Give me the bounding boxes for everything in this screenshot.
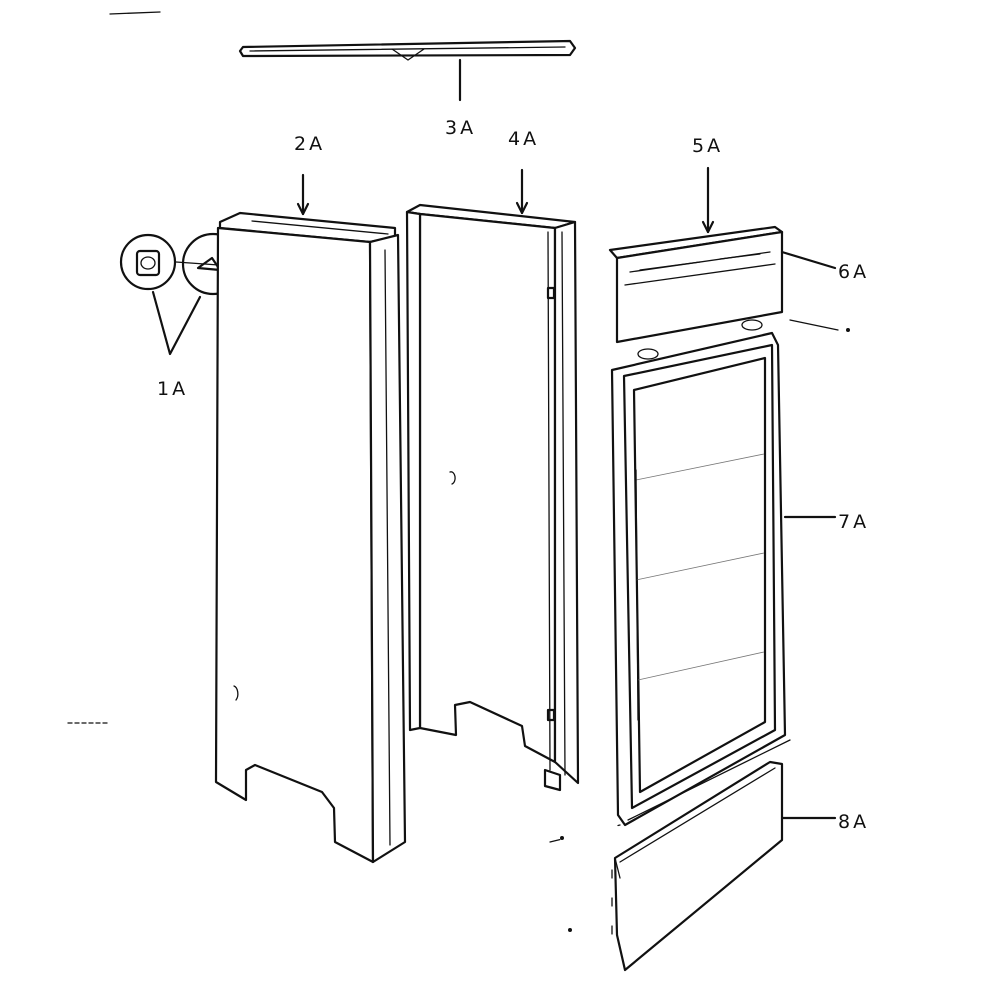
part-4a-back-panel bbox=[405, 203, 580, 792]
label-4a: 4A bbox=[508, 128, 539, 150]
part-8a-kick-plate bbox=[613, 760, 784, 972]
label-5a: 5A bbox=[692, 135, 723, 157]
part-7a-main-door bbox=[610, 331, 791, 827]
label-1a: 1A bbox=[157, 378, 188, 400]
cabinet-base-outline bbox=[549, 328, 850, 941]
arrow-5a bbox=[701, 220, 715, 234]
label-6a: 6A bbox=[838, 261, 869, 283]
label-7a: 7A bbox=[838, 511, 869, 533]
label-2a: 2A bbox=[294, 133, 325, 155]
arrow-2a bbox=[296, 202, 310, 216]
leader-6a-lower bbox=[789, 319, 839, 331]
leader-6a bbox=[780, 250, 837, 270]
part-5a-6a-freezer-door bbox=[608, 225, 784, 360]
part-3a-top-trim bbox=[238, 39, 577, 102]
label-8a: 8A bbox=[838, 811, 869, 833]
scan-mark-top bbox=[109, 11, 161, 15]
label-3a: 3A bbox=[445, 117, 476, 139]
arrow-4a bbox=[515, 201, 529, 215]
part-2a-side-panel bbox=[214, 211, 407, 864]
